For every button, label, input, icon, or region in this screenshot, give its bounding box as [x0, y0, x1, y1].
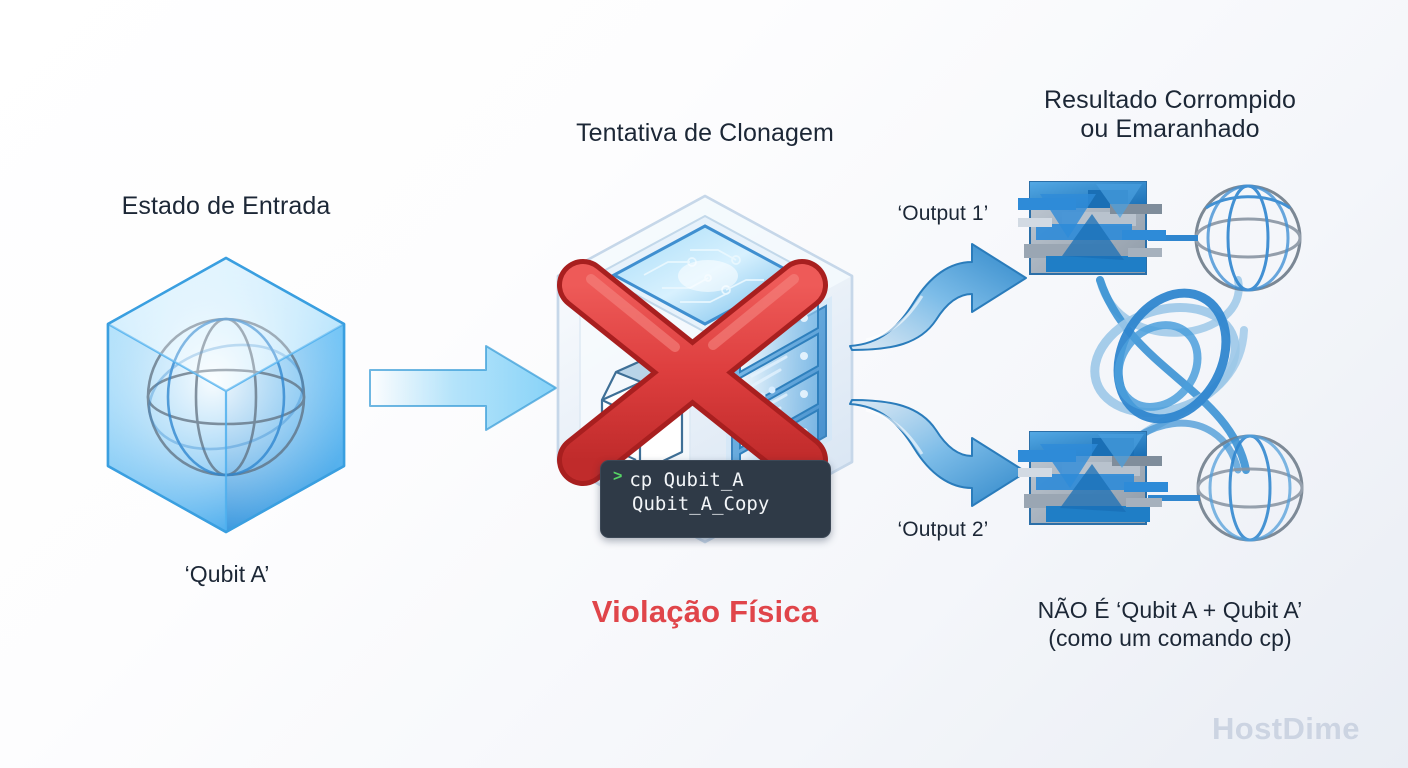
right-panel-caption: NÃO É ‘Qubit A + Qubit A’ (como um coman… — [1037, 597, 1303, 651]
output-2-label: ‘Output 2’ — [897, 518, 989, 541]
output-1-label: ‘Output 1’ — [897, 202, 989, 225]
red-x-forbidden-icon — [555, 259, 830, 486]
output-arrow-1-icon — [846, 240, 1032, 351]
input-arrow-icon — [368, 342, 558, 434]
qubit-cube-icon — [95, 250, 357, 540]
left-panel-title: Estado de Entrada — [121, 192, 331, 220]
corrupted-output-icon — [1000, 160, 1340, 560]
right-panel-title: Resultado Corrompido ou Emaranhado — [1043, 86, 1297, 143]
hostdime-watermark: HostDime — [1212, 711, 1360, 746]
terminal-command-line-2: Qubit_A_Copy — [632, 493, 770, 515]
center-panel-title: Tentativa de Clonagem — [576, 119, 834, 147]
terminal-line-1: > cp Qubit_A — [613, 468, 818, 492]
violation-label: Violação Física — [591, 594, 819, 629]
terminal-prompt: > — [613, 468, 623, 485]
terminal-line-2: Qubit_A_Copy — [613, 492, 818, 516]
terminal-window[interactable]: > cp Qubit_A Qubit_A_Copy — [600, 460, 831, 538]
left-panel-caption: ‘Qubit A’ — [184, 561, 270, 587]
terminal-command-line-1: cp Qubit_A — [629, 469, 744, 491]
